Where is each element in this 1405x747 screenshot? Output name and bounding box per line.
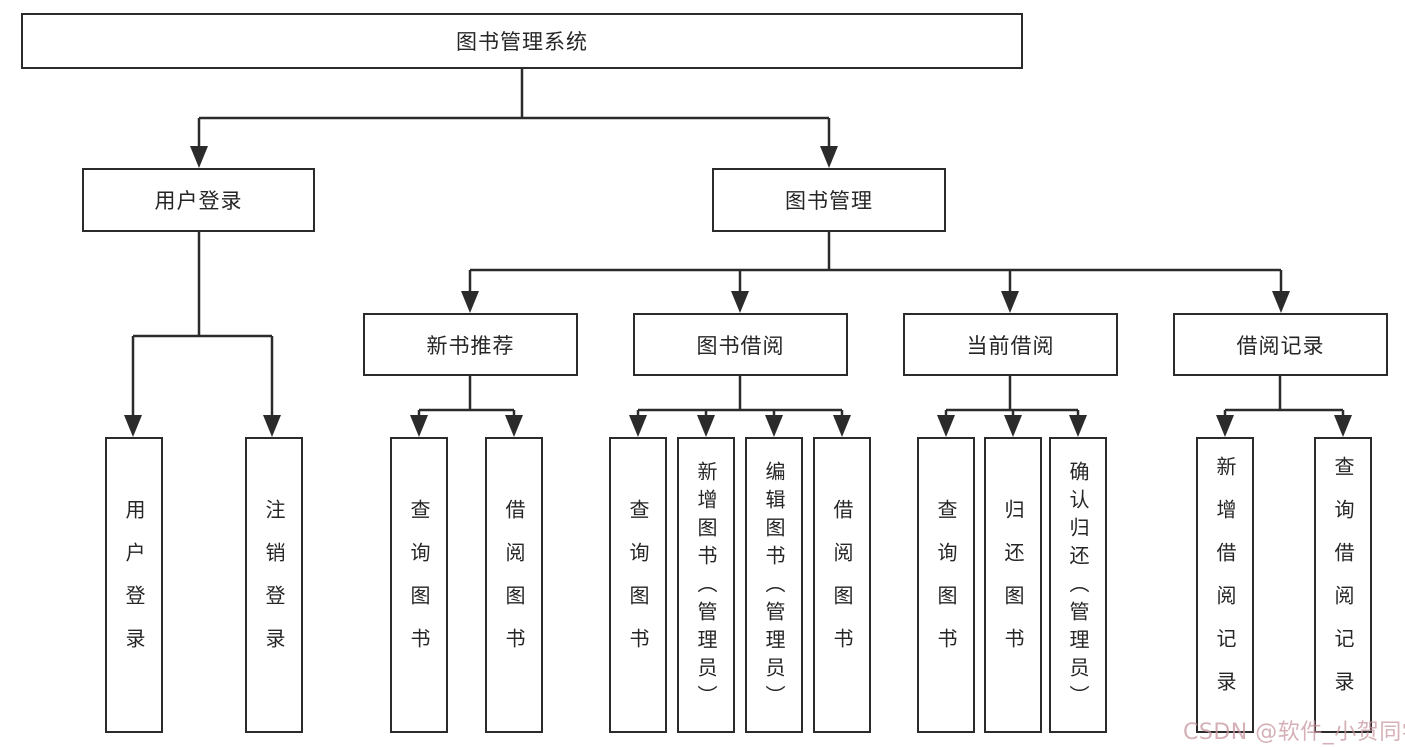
- arrowhead: [731, 291, 749, 313]
- leaf-borrow-books-label: 借阅图书: [830, 499, 854, 671]
- arrowhead: [190, 146, 208, 168]
- leaf-query-borrow-record: 查询借阅记录: [1314, 437, 1372, 733]
- leaf-add-borrow-record: 新增借阅记录: [1196, 437, 1254, 733]
- leaf-query-books-borrowing-label: 查询图书: [626, 499, 650, 671]
- arrowhead: [124, 415, 142, 437]
- leaf-query-books-recommend-label: 查询图书: [407, 499, 431, 671]
- leaf-confirm-return-admin: 确认归还（管理员）: [1049, 437, 1107, 733]
- leaf-borrow-books-recommend: 借阅图书: [485, 437, 543, 733]
- leaf-edit-books-admin-label: 编辑图书（管理员）: [762, 461, 786, 713]
- arrowhead: [1001, 291, 1019, 313]
- leaf-edit-books-admin: 编辑图书（管理员）: [745, 437, 803, 733]
- leaf-add-books-admin-label: 新增图书（管理员）: [694, 461, 718, 713]
- arrowhead: [410, 415, 428, 437]
- leaf-query-books-borrowing: 查询图书: [609, 437, 667, 733]
- node-current-borrowing: 当前借阅: [903, 313, 1118, 376]
- leaf-confirm-return-admin-label: 确认归还（管理员）: [1066, 461, 1090, 713]
- leaf-logout-label: 注销登录: [262, 499, 286, 671]
- leaf-user-login-label: 用户登录: [122, 499, 146, 671]
- arrowhead: [263, 415, 281, 437]
- node-user-login: 用户登录: [82, 168, 315, 232]
- arrowhead: [937, 415, 955, 437]
- arrowhead: [697, 415, 715, 437]
- leaf-query-books-recommend: 查询图书: [390, 437, 448, 733]
- node-book-borrowing: 图书借阅: [633, 313, 848, 376]
- arrowhead: [1004, 415, 1022, 437]
- node-borrowing-records: 借阅记录: [1173, 313, 1388, 376]
- leaf-add-borrow-record-label: 新增借阅记录: [1213, 456, 1237, 714]
- leaf-borrow-books-recommend-label: 借阅图书: [502, 499, 526, 671]
- arrowhead: [1216, 415, 1234, 437]
- leaf-query-books-current-label: 查询图书: [934, 499, 958, 671]
- node-new-book-recommendation: 新书推荐: [363, 313, 578, 376]
- arrowhead: [833, 415, 851, 437]
- arrowhead: [629, 415, 647, 437]
- leaf-user-login: 用户登录: [105, 437, 163, 733]
- leaf-return-books-label: 归还图书: [1001, 499, 1025, 671]
- leaf-add-books-admin: 新增图书（管理员）: [677, 437, 735, 733]
- leaf-borrow-books: 借阅图书: [813, 437, 871, 733]
- leaf-query-books-current: 查询图书: [917, 437, 975, 733]
- node-library-management-system: 图书管理系统: [21, 13, 1023, 69]
- leaf-return-books: 归还图书: [984, 437, 1042, 733]
- arrowhead: [765, 415, 783, 437]
- arrowhead: [1069, 415, 1087, 437]
- arrowhead: [1272, 291, 1290, 313]
- arrowheads: [124, 146, 1352, 437]
- arrowhead: [505, 415, 523, 437]
- node-book-management: 图书管理: [712, 168, 946, 232]
- watermark-text: CSDN @软件_小贺同学: [1183, 720, 1405, 745]
- leaf-query-borrow-record-label: 查询借阅记录: [1331, 456, 1355, 714]
- arrowhead: [820, 146, 838, 168]
- leaf-logout: 注销登录: [245, 437, 303, 733]
- arrowhead: [1334, 415, 1352, 437]
- arrowhead: [461, 291, 479, 313]
